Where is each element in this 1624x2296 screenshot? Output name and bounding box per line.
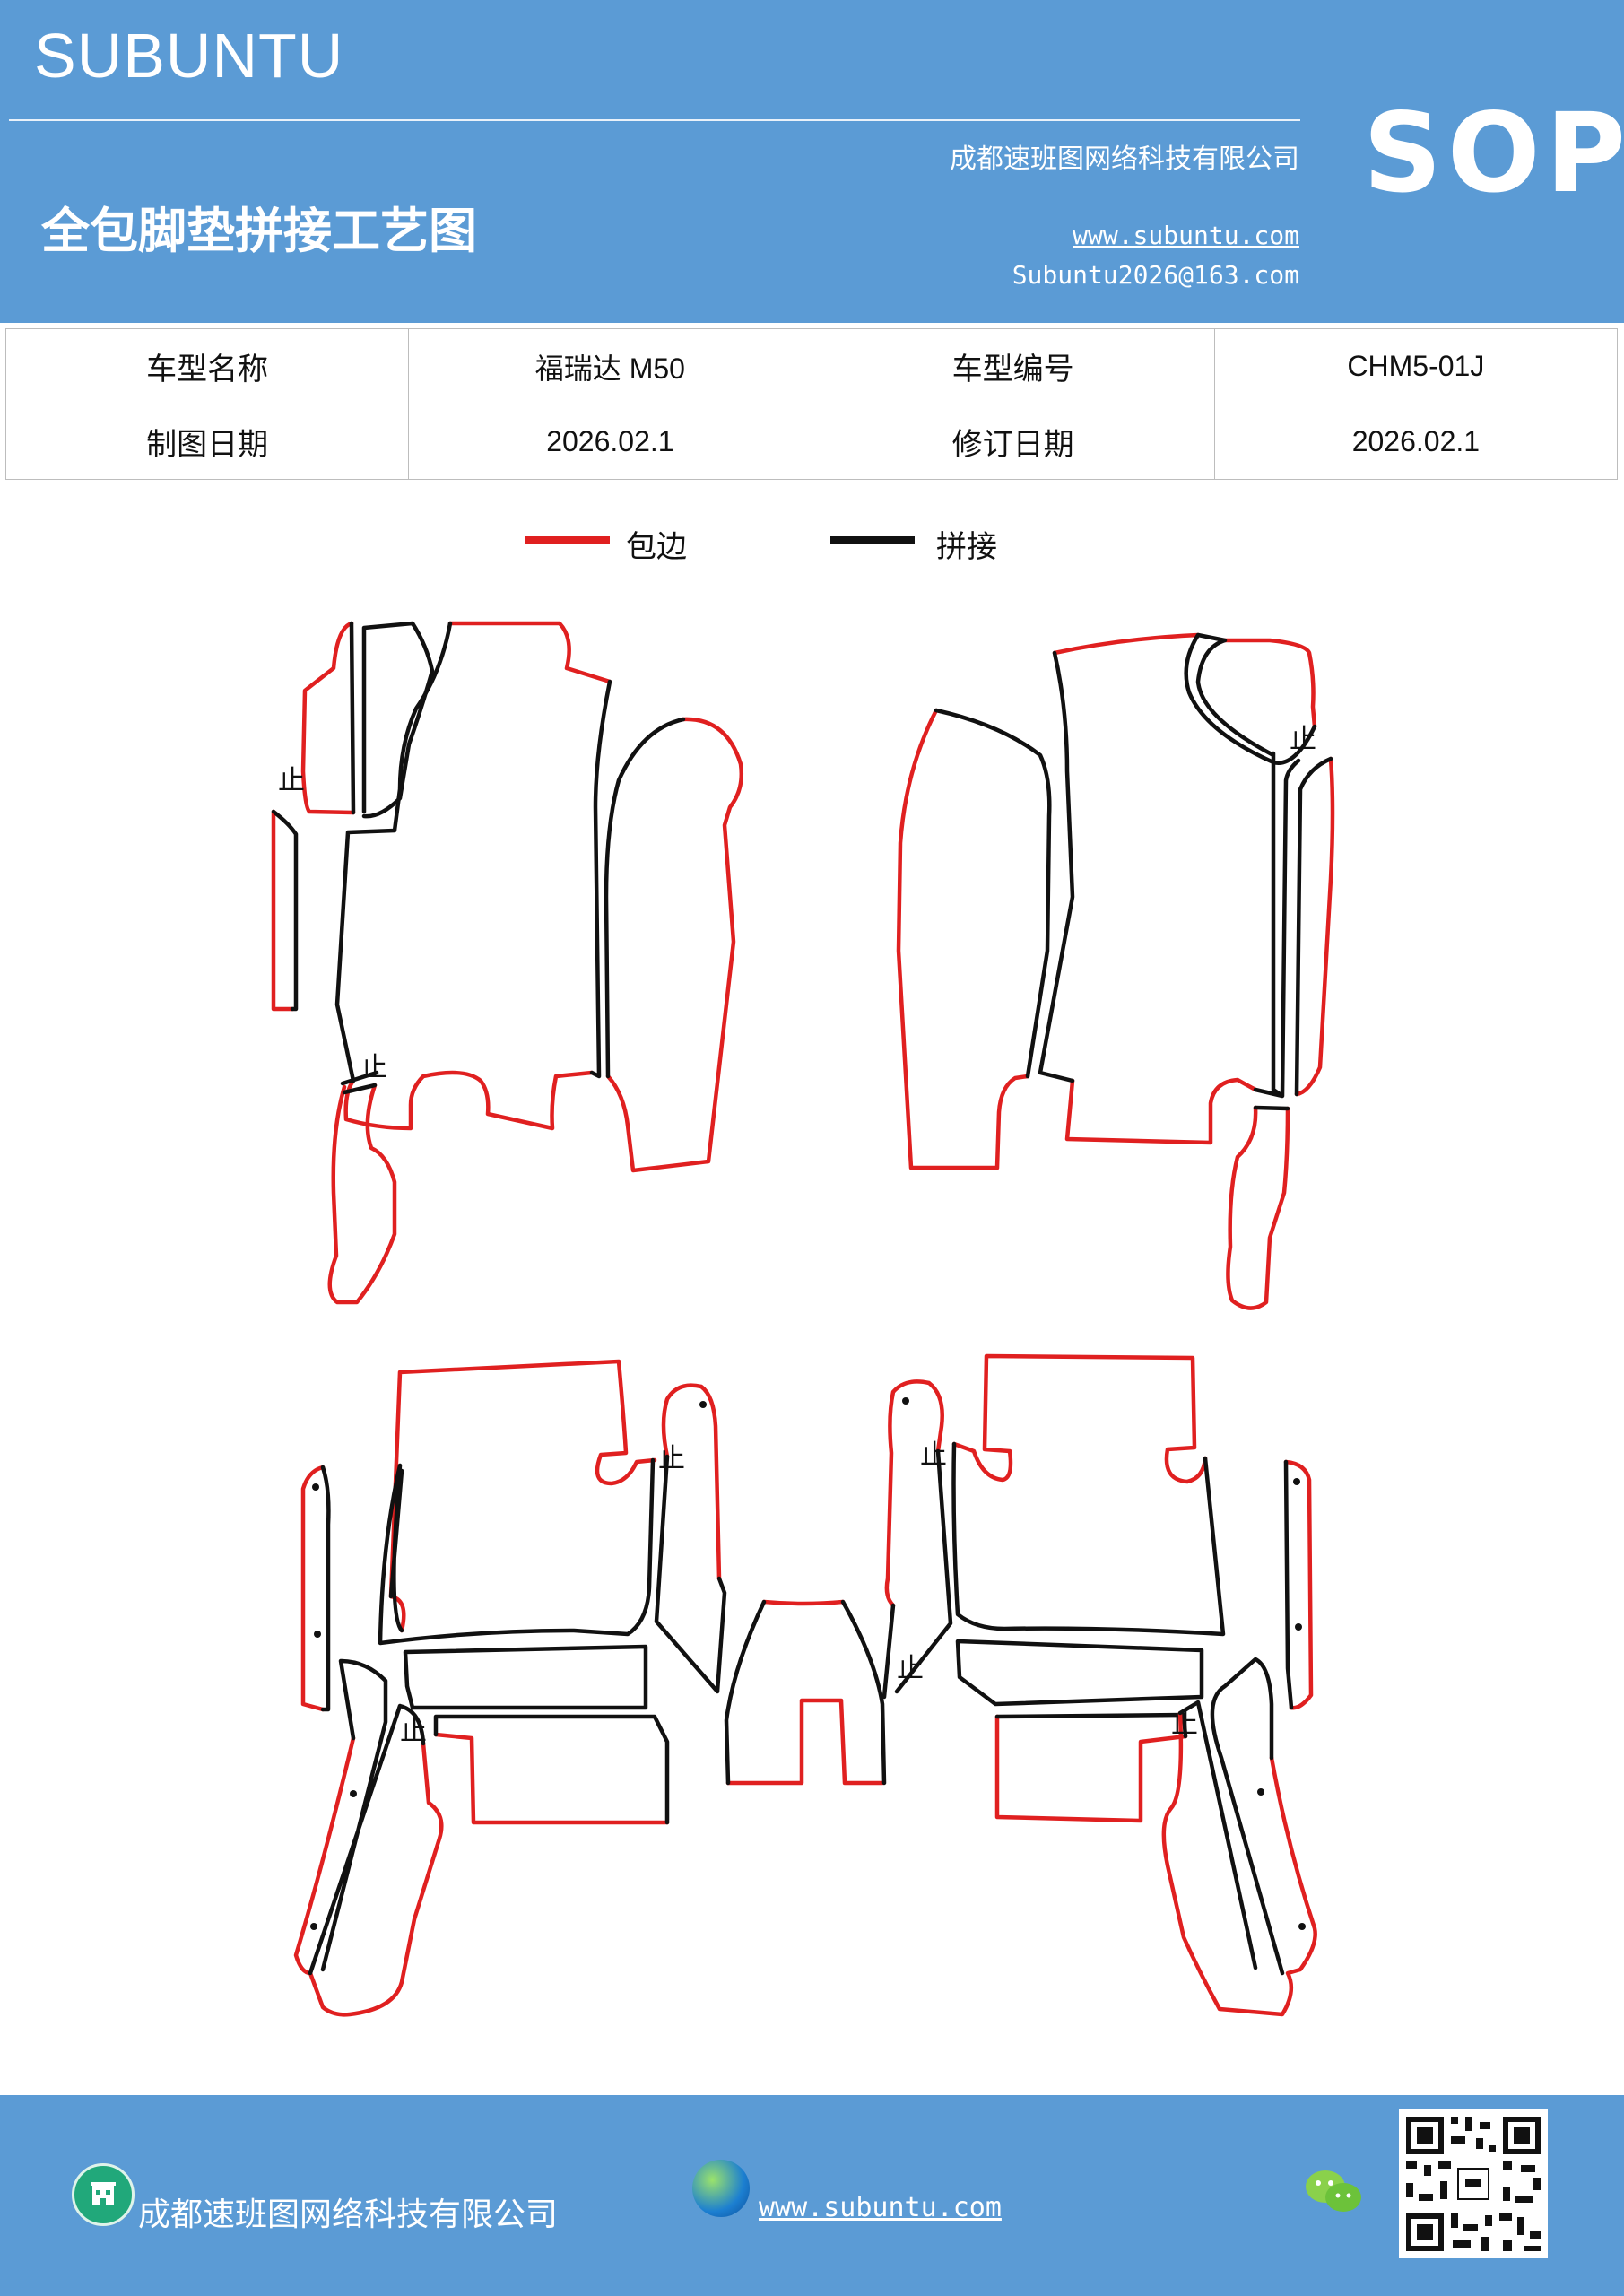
revision-date-value: 2026.02.1 xyxy=(1213,404,1619,480)
front-left-side-seam xyxy=(604,717,686,1079)
legend: 包边 拼接 xyxy=(0,522,1624,576)
front-left-lower-seam xyxy=(340,1070,379,1095)
front-left-mat-group: 止 止 xyxy=(271,621,743,1305)
stop-mark: 止 xyxy=(278,765,305,796)
rear-left-lower-seam xyxy=(308,1658,426,1976)
wechat-icon[interactable] xyxy=(1302,2165,1365,2222)
rear-left-edge-binding xyxy=(300,1465,326,1712)
rear-left-top-binding xyxy=(388,1359,657,1633)
model-code-value: CHM5-01J xyxy=(1213,328,1619,404)
footer-banner: 成都速班图网络科技有限公司 www.subuntu.com xyxy=(0,2095,1624,2296)
front-right-mat-group: 止 xyxy=(896,632,1335,1310)
rear-left-pillar-binding xyxy=(661,1383,722,1581)
front-right-strip-seam xyxy=(1294,756,1333,1097)
brand-name: SUBUNTU xyxy=(34,21,344,91)
front-left-lower-binding xyxy=(327,1083,397,1305)
rear-left-pillar-seam xyxy=(654,1454,727,1694)
header-banner: SUBUNTU SOP 成都速班图网络科技有限公司 全包脚垫拼接工艺图 www.… xyxy=(0,0,1624,323)
front-left-narrow-binding xyxy=(271,809,295,1012)
model-name-value: 福瑞达 M50 xyxy=(408,328,812,404)
front-right-strip-binding xyxy=(1294,756,1335,1097)
center-tunnel-mat-group xyxy=(724,1599,887,1786)
legend-seam-swatch xyxy=(830,536,915,544)
rear-right-edge-seam xyxy=(1283,1459,1294,1710)
rear-right-top-seam xyxy=(951,1441,1226,1637)
front-left-side-binding xyxy=(605,717,743,1173)
legend-seam-label: 拼接 xyxy=(936,529,997,565)
rear-left-edge-seam xyxy=(320,1465,331,1712)
rear-right-pillar-binding xyxy=(884,1379,944,1608)
stop-mark: 止 xyxy=(920,1439,947,1471)
rear-right-top-binding xyxy=(951,1353,1208,1484)
rear-right-pillar-seam xyxy=(881,1448,953,1700)
building-icon xyxy=(72,2163,135,2226)
company-name: 成都速班图网络科技有限公司 xyxy=(950,144,1299,175)
website-link[interactable]: www.subuntu.com xyxy=(1073,221,1299,250)
rear-right-edge-binding xyxy=(1283,1459,1314,1710)
rear-left-step-seam xyxy=(433,1714,670,1825)
rear-right-mat-group: 止 止 止 xyxy=(881,1353,1317,2017)
stop-mark: 止 xyxy=(1290,724,1316,755)
front-right-lower-seam xyxy=(1253,1105,1290,1111)
front-right-left-piece-binding xyxy=(896,708,1030,1170)
table-row: 制图日期 2026.02.1 修订日期 2026.02.1 xyxy=(4,404,1619,480)
qr-code[interactable] xyxy=(1399,2109,1548,2258)
tunnel-seam xyxy=(724,1599,887,1786)
rear-left-mat-group: 止 止 xyxy=(293,1359,727,2017)
front-left-narrow-seam xyxy=(271,809,299,1012)
rear-right-lower-seam xyxy=(1177,1657,1285,1976)
rear-right-lower-binding xyxy=(1161,1710,1317,2017)
rear-left-lower-binding xyxy=(293,1735,444,2017)
rear-left-top-seam xyxy=(378,1457,656,1646)
front-left-strip-outer-binding xyxy=(300,621,356,815)
draw-date-value: 2026.02.1 xyxy=(408,404,812,480)
model-code-label: 车型编号 xyxy=(811,328,1215,404)
draw-date-label: 制图日期 xyxy=(4,404,410,480)
front-left-main-binding xyxy=(343,621,612,1131)
front-left-main-seam xyxy=(334,621,612,1083)
email-address[interactable]: Subuntu2026@163.com xyxy=(1012,260,1299,290)
sop-label: SOP xyxy=(1363,90,1624,217)
rear-left-middle-seam xyxy=(403,1644,648,1710)
stop-mark: 止 xyxy=(360,1052,387,1083)
stop-mark: 止 xyxy=(400,1716,427,1747)
stop-mark: 止 xyxy=(658,1443,685,1474)
front-right-main-binding xyxy=(1052,632,1317,1145)
stop-mark: 止 xyxy=(1171,1709,1198,1740)
rear-right-middle-seam xyxy=(955,1639,1204,1707)
model-name-label: 车型名称 xyxy=(4,328,410,404)
front-right-main-seam xyxy=(1038,632,1317,1099)
legend-binding-label: 包边 xyxy=(626,529,687,565)
rear-right-step-seam xyxy=(994,1712,1188,1739)
tunnel-binding xyxy=(725,1599,885,1786)
front-right-left-piece-seam xyxy=(934,708,1052,1079)
footer-website-link[interactable]: www.subuntu.com xyxy=(759,2192,1002,2223)
vehicle-info-table: 车型名称 福瑞达 M50 车型编号 CHM5-01J 制图日期 2026.02.… xyxy=(4,328,1619,480)
footer-company-name: 成都速班图网络科技有限公司 xyxy=(138,2196,559,2233)
rear-right-step-binding xyxy=(994,1714,1188,1823)
globe-icon xyxy=(692,2160,750,2217)
header-divider xyxy=(9,119,1300,121)
table-row: 车型名称 福瑞达 M50 车型编号 CHM5-01J xyxy=(4,328,1619,404)
front-left-strip-outer-seam xyxy=(349,621,435,819)
front-right-lower-binding xyxy=(1226,1105,1290,1310)
page-title: 全包脚垫拼接工艺图 xyxy=(41,203,477,259)
revision-date-label: 修订日期 xyxy=(811,404,1215,480)
rear-left-step-binding xyxy=(433,1732,670,1825)
legend-binding-swatch xyxy=(525,536,610,544)
stop-mark: 止 xyxy=(897,1653,924,1684)
